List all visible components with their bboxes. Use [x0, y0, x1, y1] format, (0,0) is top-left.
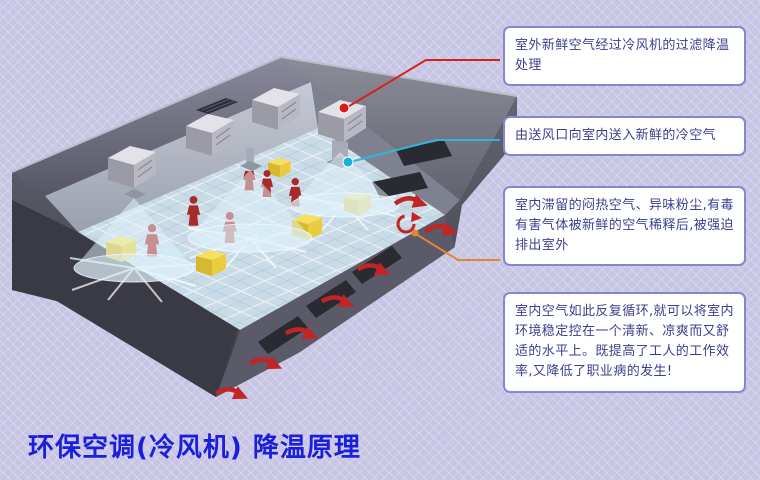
fresh-air-marker-dot	[338, 102, 350, 114]
callout-text-exhaust: 室内滞留的闷热空气、异味粉尘,有毒有害气体被新鲜的空气稀释后,被强迫排出室外	[515, 198, 734, 254]
callout-text-cool-air-supply: 由送风口向室内送入新鲜的冷空气	[515, 128, 717, 143]
connector-line-fresh-air	[338, 59, 500, 114]
connector-line-cool-air	[342, 139, 500, 168]
cool-air-marker-dot	[342, 156, 354, 168]
callout-text-fresh-air: 室外新鲜空气经过冷风机的过滤降温处理	[515, 38, 730, 74]
connector-line-exhaust	[411, 229, 500, 261]
callout-box-cool-air-supply: 由送风口向室内送入新鲜的冷空气	[503, 116, 746, 157]
exhaust-swirl	[396, 212, 422, 234]
callout-box-fresh-air: 室外新鲜空气经过冷风机的过滤降温处理	[503, 26, 746, 87]
callout-box-circulation: 室内空气如此反复循环,就可以将室内环境稳定控在一个清新、凉爽而又舒适的水平上。既…	[503, 292, 746, 393]
exhaust-marker-dot	[411, 229, 419, 237]
rooftop-unit-3	[252, 88, 300, 130]
supply-air-cones	[73, 140, 400, 283]
callout-box-exhaust: 室内滞留的闷热空气、异味粉尘,有毒有害气体被新鲜的空气稀释后,被强迫排出室外	[503, 186, 746, 267]
roof-grille	[196, 98, 238, 114]
callout-text-circulation: 室内空气如此反复循环,就可以将室内环境稳定控在一个清新、凉爽而又舒适的水平上。既…	[515, 304, 734, 380]
page-title: 环保空调(冷风机) 降温原理	[28, 433, 361, 463]
rooftop-unit-2	[186, 114, 234, 156]
rooftop-unit-1	[108, 146, 156, 188]
